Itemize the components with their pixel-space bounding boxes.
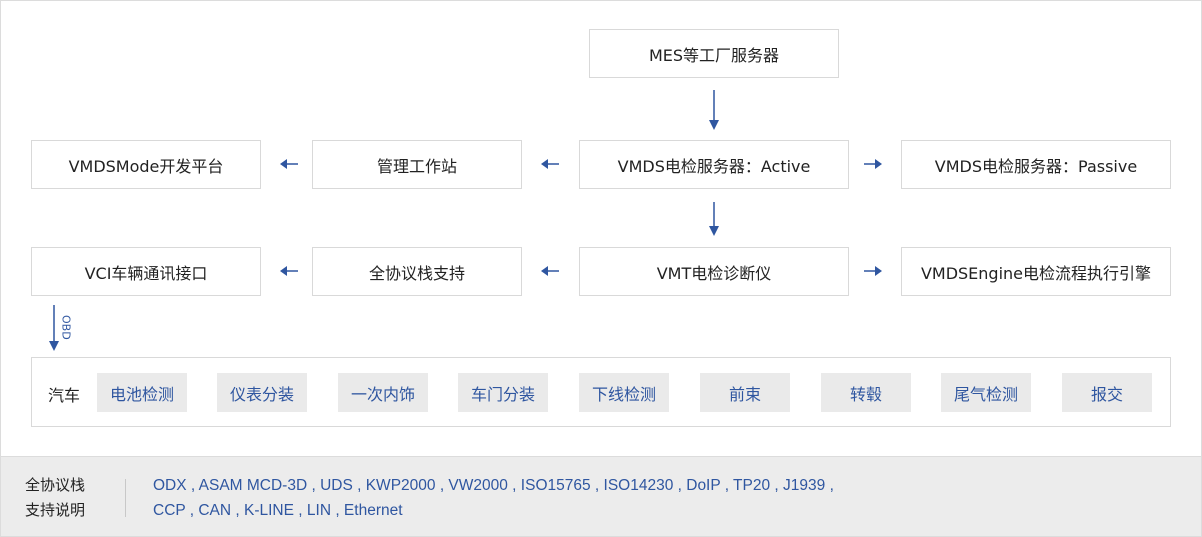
arrow-down-icon <box>709 202 719 236</box>
protocol-support-footer: 全协议栈 支持说明 ODX , ASAM MCD-3D , UDS , KWP2… <box>1 456 1201 536</box>
node-mes-server: MES等工厂服务器 <box>589 29 839 78</box>
node-vmt-diag: VMT电检诊断仪 <box>579 247 849 296</box>
footer-divider <box>125 479 126 517</box>
station-chip: 报交 <box>1062 373 1152 412</box>
station-chip: 一次内饰 <box>338 373 428 412</box>
node-dev-platform: VMDSMode开发平台 <box>31 140 261 189</box>
station-chip: 前束 <box>700 373 790 412</box>
arrow-left-icon <box>280 159 298 169</box>
production-line-row: 汽车 电池检测 仪表分装 一次内饰 车门分装 下线检测 前束 转毂 尾气检测 报… <box>31 357 1171 427</box>
node-protocol-support: 全协议栈支持 <box>312 247 522 296</box>
station-chip: 车门分装 <box>458 373 548 412</box>
node-server-passive: VMDS电检服务器：Passive <box>901 140 1171 189</box>
obd-label: OBD <box>59 314 73 340</box>
system-architecture-diagram: MES等工厂服务器 VMDSMode开发平台 管理工作站 VMDS电检服务器：A… <box>31 29 1171 427</box>
arrow-left-icon <box>280 266 298 276</box>
station-chip: 电池检测 <box>97 373 187 412</box>
footer-title: 全协议栈 支持说明 <box>25 473 85 523</box>
station-chip: 尾气检测 <box>941 373 1031 412</box>
arrow-down-icon <box>709 90 719 130</box>
car-label: 汽车 <box>48 386 81 405</box>
node-mgmt-station: 管理工作站 <box>312 140 522 189</box>
arrow-down-icon <box>49 305 59 351</box>
footer-title-line: 全协议栈 <box>25 476 86 494</box>
node-engine: VMDSEngine电检流程执行引擎 <box>901 247 1171 296</box>
footer-title-line: 支持说明 <box>25 501 86 519</box>
arrow-right-icon <box>864 266 882 276</box>
arrow-left-icon <box>541 266 559 276</box>
protocol-list-line: ODX , ASAM MCD-3D , UDS , KWP2000 , VW20… <box>153 477 834 494</box>
station-chip: 下线检测 <box>579 373 669 412</box>
station-chip: 仪表分装 <box>217 373 307 412</box>
node-vci-interface: VCI车辆通讯接口 <box>31 247 261 296</box>
arrow-left-icon <box>541 159 559 169</box>
protocol-list: ODX , ASAM MCD-3D , UDS , KWP2000 , VW20… <box>153 473 933 523</box>
arrow-right-icon <box>864 159 882 169</box>
node-server-active: VMDS电检服务器：Active <box>579 140 849 189</box>
station-chip: 转毂 <box>821 373 911 412</box>
protocol-list-line: CCP , CAN , K-LINE , LIN , Ethernet <box>153 502 403 519</box>
